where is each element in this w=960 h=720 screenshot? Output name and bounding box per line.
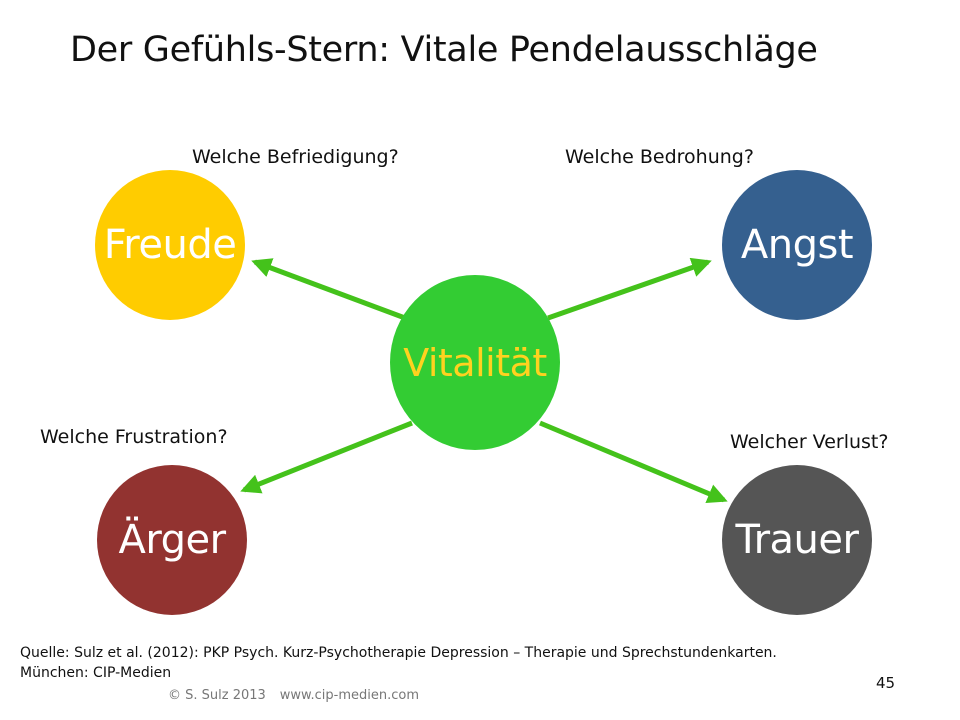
circle-angst: Angst bbox=[722, 170, 872, 320]
arrow-to-freude bbox=[251, 258, 406, 321]
arrow-to-angst bbox=[547, 257, 712, 321]
footer-url: www.cip-medien.com bbox=[279, 688, 419, 703]
circle-vitalitaet: Vitalität bbox=[390, 275, 560, 450]
question-aerger: Welche Frustration? bbox=[40, 426, 228, 448]
circle-label-vitalitaet: Vitalität bbox=[403, 340, 547, 385]
circle-label-trauer: Trauer bbox=[735, 517, 859, 563]
source-line-2: München: CIP-Medien bbox=[20, 665, 172, 681]
footer: © S. Sulz 2013 www.cip-medien.com bbox=[168, 688, 419, 703]
footer-copyright: © S. Sulz 2013 bbox=[168, 688, 266, 703]
source-line-1: Quelle: Sulz et al. (2012): PKP Psych. K… bbox=[20, 645, 777, 661]
question-freude: Welche Befriedigung? bbox=[192, 146, 399, 168]
arrow-to-trauer bbox=[539, 420, 728, 504]
question-angst: Welche Bedrohung? bbox=[565, 146, 754, 168]
question-trauer: Welcher Verlust? bbox=[730, 431, 889, 453]
circle-aerger: Ärger bbox=[97, 465, 247, 615]
circle-label-freude: Freude bbox=[103, 222, 237, 268]
circle-label-angst: Angst bbox=[740, 222, 854, 268]
circle-trauer: Trauer bbox=[722, 465, 872, 615]
circle-label-aerger: Ärger bbox=[118, 517, 226, 563]
circle-freude: Freude bbox=[95, 170, 245, 320]
page-title: Der Gefühls-Stern: Vitale Pendelausschlä… bbox=[70, 30, 818, 70]
arrow-to-aerger bbox=[240, 420, 413, 494]
source-citation: Quelle: Sulz et al. (2012): PKP Psych. K… bbox=[20, 643, 880, 683]
page-number: 45 bbox=[876, 674, 896, 692]
